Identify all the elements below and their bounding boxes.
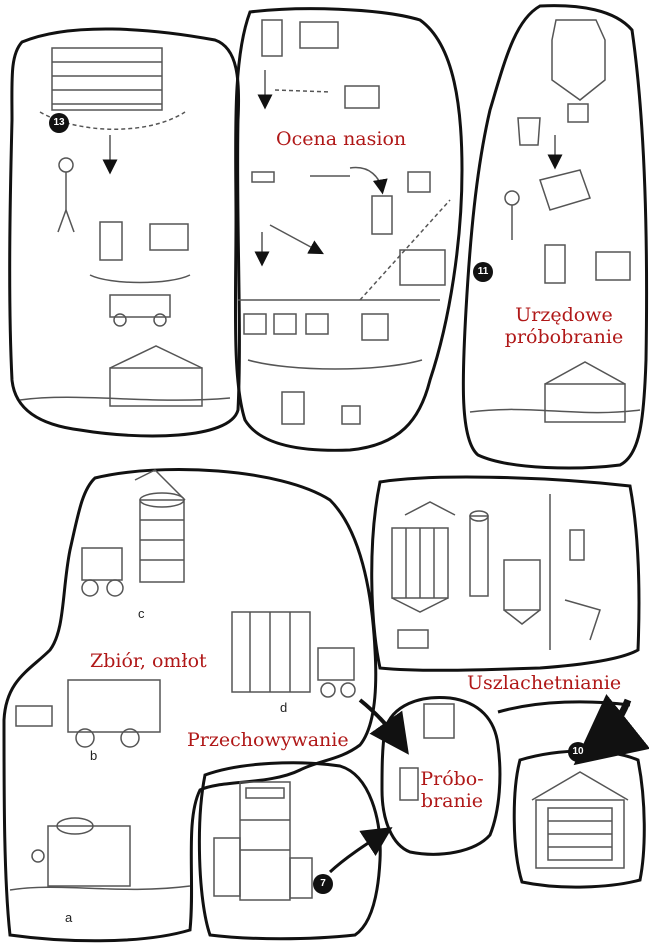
sketch-top-middle — [238, 19, 451, 425]
panel-outline-top-right — [461, 4, 649, 470]
step-letter-b: b — [90, 748, 98, 763]
step-letter-a: a — [65, 910, 73, 925]
arrow-to-warehouse — [573, 694, 649, 766]
panel-outline-sampling — [380, 695, 502, 856]
step-badge-11: 11 — [473, 262, 493, 282]
label-urzedowe-probobranie: Urzędowe próbobranie — [494, 304, 634, 348]
sketch-top-right — [469, 19, 641, 423]
step-badge-13: 13 — [49, 113, 69, 133]
label-probobranie-line1: Próbo- — [420, 768, 484, 790]
label-urzedowe-line1: Urzędowe — [515, 304, 613, 326]
label-przechowywanie: Przechowywanie — [187, 729, 349, 751]
sketch-top-left — [19, 47, 231, 407]
label-zbior-omlot: Zbiór, omłot — [90, 650, 207, 672]
panel-outline-harvest — [2, 467, 378, 943]
sketch-warehouse — [531, 771, 629, 869]
panel-outline-top-left — [8, 27, 241, 438]
sketch-sampling — [399, 703, 455, 801]
step-badge-7: 7 — [313, 874, 333, 894]
connector-cleaning-to-sampling — [497, 700, 631, 714]
step-letter-c: c — [138, 606, 145, 621]
step-letter-d: d — [280, 700, 288, 715]
label-urzedowe-line2: próbobranie — [504, 326, 624, 348]
label-ocena-nasion: Ocena nasion — [276, 128, 407, 150]
sketch-harvest — [9, 469, 356, 891]
label-probobranie-line2: branie — [420, 790, 484, 812]
label-uszlachetnianie: Uszlachetnianie — [467, 672, 622, 694]
panel-outline-cleaning — [370, 475, 641, 672]
sketch-storage-elevator — [213, 781, 313, 901]
arrow-to-sampling-lower — [328, 827, 393, 874]
panel-outline-top-middle — [233, 7, 464, 452]
label-probobranie: Próbo- branie — [412, 768, 492, 812]
panel-outline-storage-elevator — [197, 761, 382, 941]
arrow-to-sampling-upper — [358, 698, 409, 755]
sketch-cleaning — [391, 494, 601, 650]
panel-outline-warehouse — [512, 749, 646, 889]
step-badge-10: 10 — [568, 742, 588, 762]
